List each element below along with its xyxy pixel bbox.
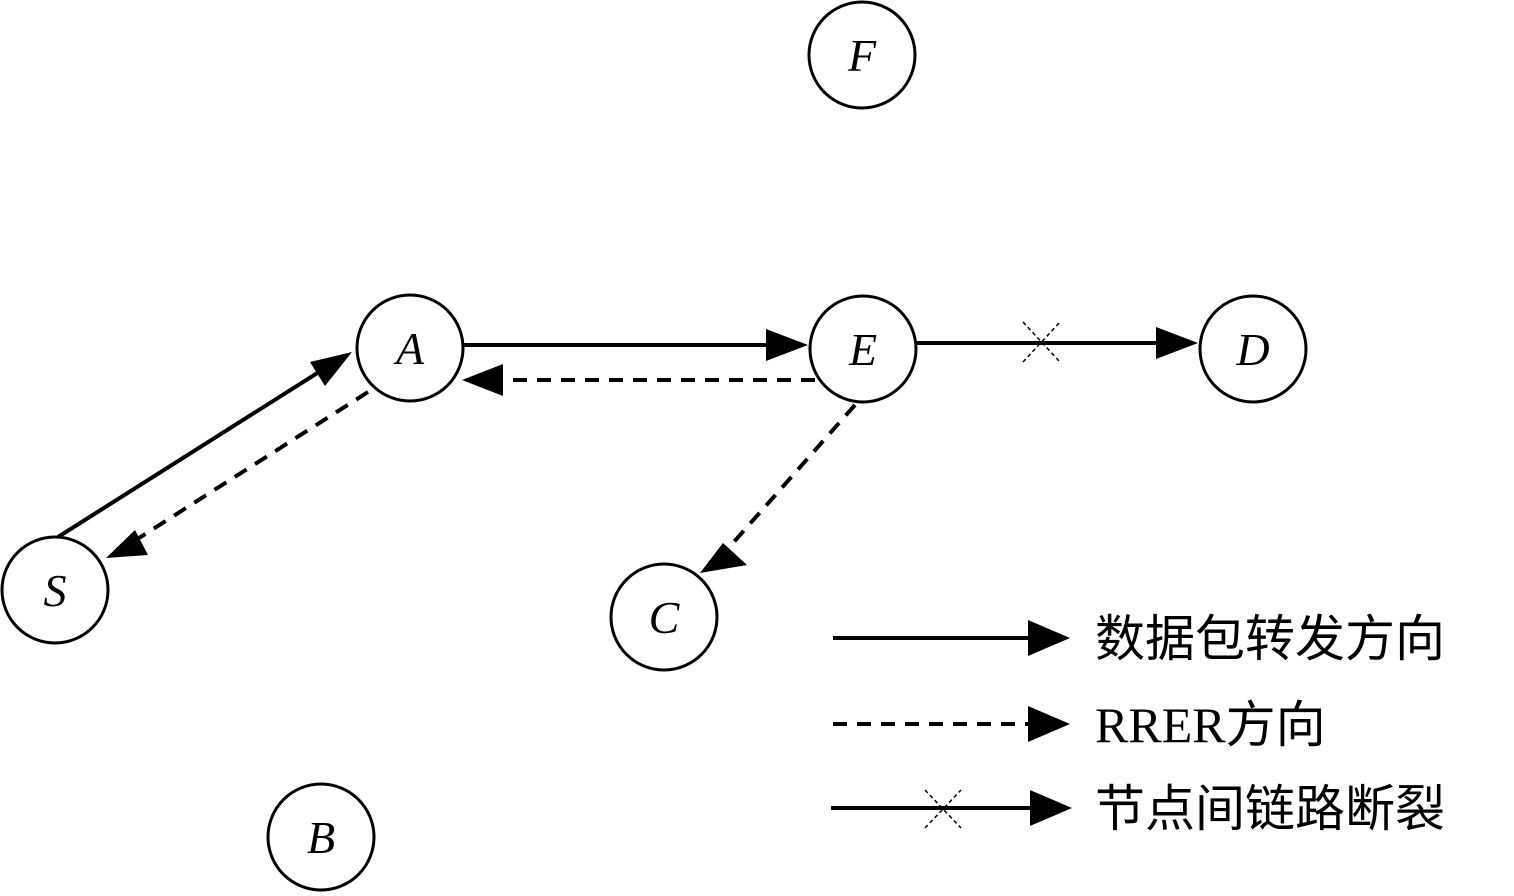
legend-break-mark: [924, 789, 962, 829]
edge-e-to-d-broken: [917, 321, 1198, 363]
edge-a-to-e-forward: [463, 329, 808, 361]
svg-text:C: C: [649, 592, 681, 643]
legend-label-broken: 节点间链路断裂: [1095, 781, 1445, 837]
edge-e-to-c-rrer: [700, 403, 857, 573]
node-a: A: [355, 293, 465, 403]
svg-text:D: D: [1235, 324, 1269, 375]
edge-a-to-s-rrer: [106, 390, 370, 558]
legend-item-broken: 节点间链路断裂: [831, 781, 1445, 837]
legend-label-rrer: RRER方向: [1095, 697, 1326, 753]
node-c: C: [609, 562, 719, 672]
legend-label-forward: 数据包转发方向: [1095, 611, 1445, 667]
node-s: S: [0, 535, 110, 645]
node-f: F: [807, 0, 917, 110]
legend-item-forward: 数据包转发方向: [833, 611, 1445, 667]
svg-text:S: S: [44, 565, 67, 616]
svg-text:A: A: [393, 323, 425, 374]
node-b: B: [266, 782, 376, 892]
node-e: E: [808, 294, 918, 404]
link-break-mark: [1022, 321, 1061, 363]
svg-text:E: E: [848, 324, 877, 375]
node-d: D: [1198, 294, 1308, 404]
edge-s-to-a-forward: [56, 352, 352, 539]
svg-text:B: B: [307, 812, 335, 863]
svg-text:F: F: [847, 30, 877, 81]
legend-item-rrer: RRER方向: [833, 697, 1326, 753]
edge-e-to-a-rrer: [462, 364, 815, 396]
legend: 数据包转发方向 RRER方向 节点间链路断裂: [831, 611, 1445, 837]
